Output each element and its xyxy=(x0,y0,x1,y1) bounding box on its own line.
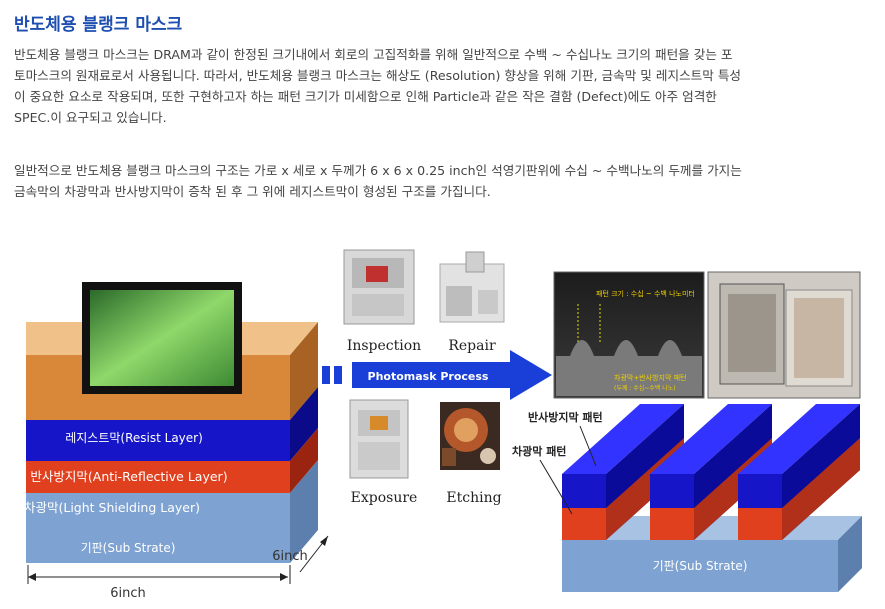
width-arrow-left xyxy=(28,573,36,581)
repair-machine-image xyxy=(439,251,505,323)
antireflective-label: 반사방지막(Anti-Reflective Layer) xyxy=(30,469,227,484)
right-substrate-side xyxy=(838,516,862,592)
shielding-layer xyxy=(26,461,290,493)
right-substrate-label: 기판(Sub Strate) xyxy=(653,559,748,573)
sem-bottom-label-2: (두께 : 수십~수백 나노) xyxy=(614,384,676,392)
shielding-side xyxy=(290,428,318,493)
inspection-machine-image xyxy=(343,249,415,325)
etching-image xyxy=(440,402,500,470)
repair-label: Repair xyxy=(448,338,496,354)
photomask-photo xyxy=(707,271,861,399)
depth-arrow xyxy=(320,536,328,546)
antireflective-layer xyxy=(26,420,290,461)
substrate-layer xyxy=(26,493,290,563)
shield-pattern-leader xyxy=(539,459,573,515)
ar-pattern-label: 반사방지막 패턴 xyxy=(528,410,603,424)
shield-pattern-label: 차광막 패턴 xyxy=(512,444,566,458)
structure-paragraph: 일반적으로 반도체용 블랭크 마스크의 구조는 가로 x 세로 x 두께가 6 … xyxy=(14,163,742,199)
substrate-label: 기판(Sub Strate) xyxy=(81,541,176,555)
exposure-machine-image xyxy=(349,399,409,479)
sem-top-label: 패턴 크기 : 수십 ~ 수백 나노미터 xyxy=(596,289,695,298)
photomask-process-label: Photomask Process xyxy=(368,370,489,383)
left-layer-stack: 레지스트막(Resist Layer) 반사방지막(Anti-Reflectiv… xyxy=(24,282,329,601)
inspection-label: Inspection xyxy=(347,338,421,354)
sem-micrograph: 패턴 크기 : 수십 ~ 수백 나노미터 차광막+반사방지막 패턴 (두께 : … xyxy=(553,271,705,399)
right-pattern-stack: 기판(Sub Strate) 반사방지막 패턴 차광막 패턴 xyxy=(512,404,862,592)
right-substrate-layer xyxy=(562,540,838,592)
resist-side xyxy=(290,322,318,420)
etching-label: Etching xyxy=(446,490,501,506)
photomask-process-arrow: Photomask Process xyxy=(322,350,552,400)
page-title: 반도체용 블랭크 마스크 xyxy=(14,15,183,35)
pattern-line-3 xyxy=(738,404,860,540)
ar-pattern-leader xyxy=(579,425,597,467)
process-group: Inspection Repair Exposure Etching xyxy=(322,249,552,506)
resist-label: 레지스트막(Resist Layer) xyxy=(65,431,203,445)
exposure-label: Exposure xyxy=(351,490,418,506)
width-label: 6inch xyxy=(110,586,146,601)
blank-mask-photo xyxy=(90,290,234,386)
antireflective-side xyxy=(290,387,318,461)
depth-label: 6inch xyxy=(272,549,308,564)
sem-bottom-label-1: 차광막+반사방지막 패턴 xyxy=(614,373,687,382)
intro-paragraph: 반도체용 블랭크 마스크는 DRAM과 같이 한정된 크기내에서 회로의 고집적… xyxy=(14,47,741,125)
shielding-label: 차광막(Light Shielding Layer) xyxy=(24,500,200,515)
substrate-side xyxy=(290,460,318,563)
width-arrow-right xyxy=(280,573,288,581)
